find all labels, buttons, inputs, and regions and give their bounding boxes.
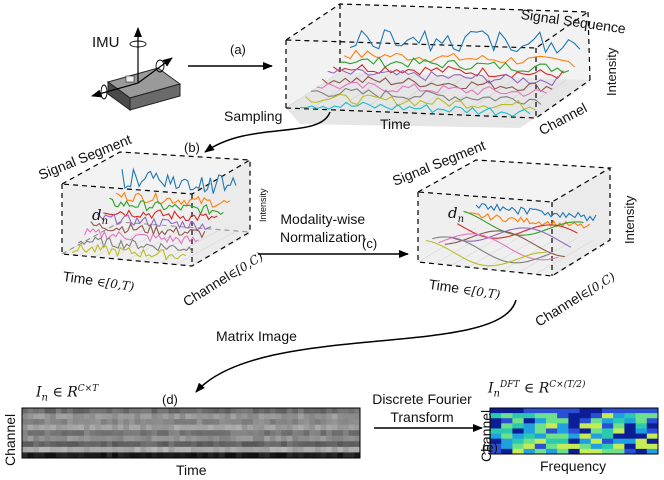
step-d-label: (d) xyxy=(162,392,178,407)
matrix-ylabel: Channel xyxy=(2,413,18,466)
signal-line xyxy=(344,49,575,68)
signal-line xyxy=(78,236,193,253)
matrix-image-arrow xyxy=(195,299,517,393)
freq-xlabel: Frequency xyxy=(540,458,607,474)
signal-line xyxy=(438,233,559,261)
intensity-right-label: Intensity xyxy=(622,195,637,244)
signal-line xyxy=(332,64,564,80)
matrix-xlabel: Time xyxy=(176,462,207,478)
dft-formula: InDFT ∈ RC×(T/2) xyxy=(488,380,586,400)
dft-heatmap xyxy=(489,407,659,455)
intensity-top-label: Intensity xyxy=(604,47,619,96)
dn-left-label: dn xyxy=(92,206,109,227)
step-a-label: (a) xyxy=(230,42,246,57)
signal-line xyxy=(425,239,546,267)
signal-line xyxy=(90,221,206,239)
step-e-label: (e) xyxy=(482,440,498,455)
step-c-label: (c) xyxy=(362,236,378,251)
signal-line xyxy=(316,81,547,97)
dn-right-label: dn xyxy=(448,204,465,225)
freq-ylabel: Channel xyxy=(478,409,494,462)
signal-sequence-plot xyxy=(284,3,591,128)
signal-line xyxy=(311,87,542,105)
signal-line xyxy=(121,167,237,194)
signal-segment-plot-left xyxy=(59,151,253,267)
matrix-image-label: Matrix Image xyxy=(216,328,297,344)
imu-label: IMU xyxy=(92,34,120,51)
matrix-formula: In ∈ RC×T xyxy=(36,384,99,404)
sampling-label: Sampling xyxy=(224,108,283,124)
signal-line xyxy=(475,202,597,222)
signal-line xyxy=(103,209,218,222)
intensity-left-label: Intensity xyxy=(258,188,268,222)
matrix-image xyxy=(21,407,361,459)
signal-line xyxy=(83,227,199,245)
signal-line xyxy=(463,210,584,236)
signal-segment-plot-right xyxy=(415,159,613,277)
signal-line xyxy=(299,101,531,118)
signal-line xyxy=(71,242,187,261)
signal-line xyxy=(321,75,553,93)
signal-line xyxy=(109,197,224,216)
signal-line xyxy=(444,230,565,258)
sampling-arrow xyxy=(204,111,331,153)
signal-line xyxy=(338,56,570,74)
signal-line xyxy=(450,227,572,248)
signal-line xyxy=(349,29,581,54)
time-top-label: Time xyxy=(380,116,411,132)
signal-line xyxy=(432,236,553,264)
signal-line xyxy=(96,213,212,231)
imu-device-icon xyxy=(91,27,182,111)
step-b-label: (b) xyxy=(184,140,200,155)
signal-line xyxy=(469,212,591,229)
signal-line xyxy=(327,68,559,87)
signal-line xyxy=(115,191,231,208)
signal-line xyxy=(305,93,536,111)
